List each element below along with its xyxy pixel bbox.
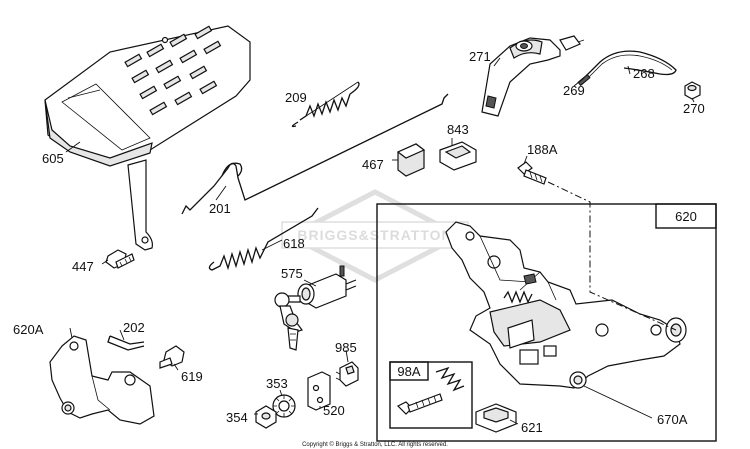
assembly-box-label: 620 xyxy=(675,209,697,224)
part-447-bolt xyxy=(105,249,135,269)
watermark-text: BRIGGS&STRATTON xyxy=(297,227,452,243)
label-843: 843 xyxy=(447,122,469,137)
part-621-clip xyxy=(475,403,517,433)
part-188A-screw xyxy=(517,161,547,185)
part-618-spring xyxy=(208,207,319,271)
part-209-spring xyxy=(291,81,360,128)
part-labels: 605 209 271 268 269 270 843 467 188A 201… xyxy=(13,49,705,435)
cover-vent-slots xyxy=(124,25,222,116)
watermark-logo: BRIGGS&STRATTON xyxy=(281,189,469,283)
label-202: 202 xyxy=(123,320,145,335)
alignment-line xyxy=(547,181,677,331)
part-575-ignition-switch xyxy=(274,265,357,351)
subbox-98A: 98A xyxy=(389,361,473,429)
part-605-cover xyxy=(44,25,251,251)
part-354-nut xyxy=(255,405,277,429)
part-268-cable xyxy=(577,50,677,87)
part-271-lever xyxy=(481,35,585,117)
label-201: 201 xyxy=(209,201,231,216)
label-353: 353 xyxy=(266,376,288,391)
part-202-clip xyxy=(107,335,145,351)
part-270-nut xyxy=(684,81,701,100)
part-620A-plate xyxy=(49,335,155,425)
leader-lines xyxy=(65,57,695,425)
label-188A: 188A xyxy=(527,142,558,157)
control-assembly-mechanism xyxy=(445,221,687,389)
subbox-label: 98A xyxy=(397,364,420,379)
part-985-connector xyxy=(335,361,359,387)
label-209: 209 xyxy=(285,90,307,105)
assembly-box-620: 620 98A xyxy=(376,203,717,442)
label-618: 618 xyxy=(283,236,305,251)
label-271: 271 xyxy=(469,49,491,64)
part-843-grommet xyxy=(439,141,477,171)
label-605: 605 xyxy=(42,151,64,166)
label-620A: 620A xyxy=(13,322,44,337)
label-467: 467 xyxy=(362,157,384,172)
part-201-rod xyxy=(181,93,449,215)
label-670A: 670A xyxy=(657,412,688,427)
label-985: 985 xyxy=(335,340,357,355)
label-447: 447 xyxy=(72,259,94,274)
label-270: 270 xyxy=(683,101,705,116)
label-269: 269 xyxy=(563,83,585,98)
part-520-bracket xyxy=(307,371,331,411)
label-354: 354 xyxy=(226,410,248,425)
part-467-block xyxy=(396,143,426,177)
label-268: 268 xyxy=(633,66,655,81)
copyright-notice: Copyright © Briggs & Stratton, LLC. All … xyxy=(302,441,448,448)
label-621: 621 xyxy=(521,420,543,435)
part-353-washer xyxy=(272,394,296,418)
part-619-bolt xyxy=(159,345,185,369)
label-520: 520 xyxy=(323,403,345,418)
label-575: 575 xyxy=(281,266,303,281)
label-619: 619 xyxy=(181,369,203,384)
